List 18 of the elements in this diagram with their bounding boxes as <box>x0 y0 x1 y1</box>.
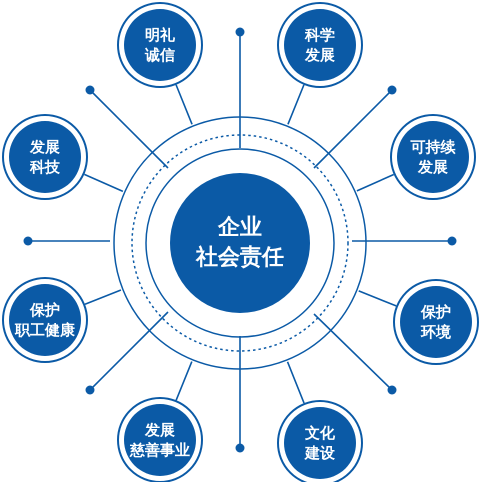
connector-line <box>84 289 122 305</box>
ring-drawing <box>112 115 368 371</box>
connector-line <box>175 361 193 400</box>
node-text: 文化建设 <box>305 422 335 464</box>
connector-line <box>287 84 305 125</box>
connector-line <box>175 84 193 125</box>
connector-line <box>358 290 396 307</box>
connector-line <box>286 362 305 404</box>
node-text: 保护环境 <box>421 302 451 342</box>
connector-line <box>84 174 124 192</box>
node-text: 科学发展 <box>305 24 335 66</box>
node-text: 明礼诚信 <box>145 24 175 66</box>
node-text: 保护职工健康 <box>15 300 75 340</box>
node-text: 发展慈善事业 <box>130 420 190 460</box>
node-text: 可持续发展 <box>410 136 456 178</box>
node-text: 发展科技 <box>30 136 60 178</box>
node-text: 企业社会责任 <box>196 214 284 272</box>
connector-line <box>356 174 394 192</box>
